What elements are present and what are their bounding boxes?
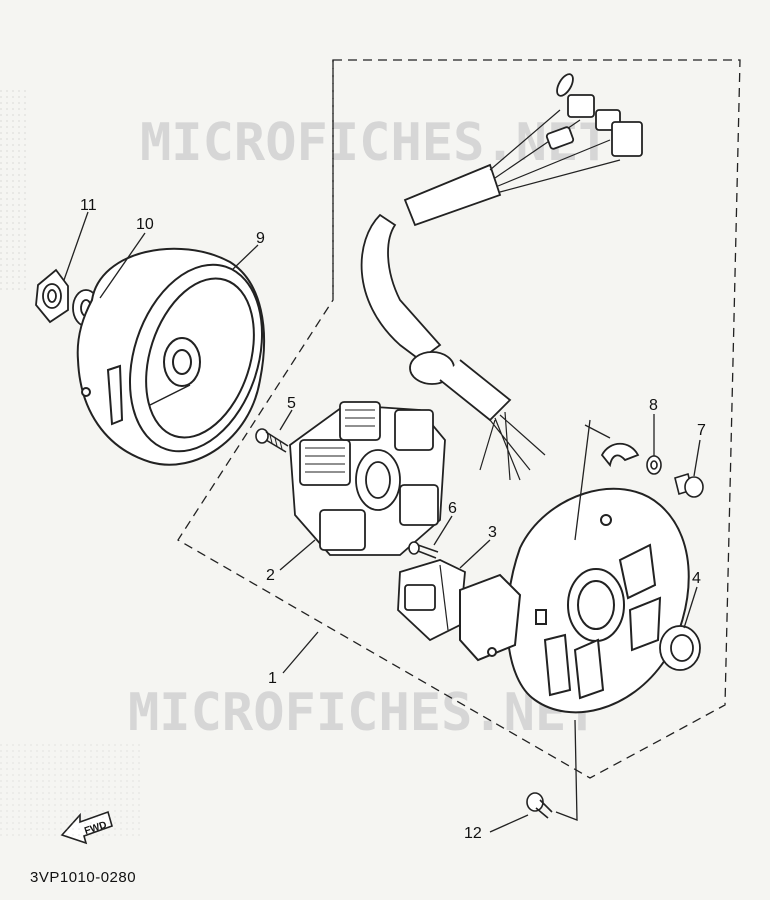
clamp-part xyxy=(600,442,640,468)
callout-1: 1 xyxy=(268,670,277,687)
callout-7: 7 xyxy=(697,422,706,439)
callout-8: 8 xyxy=(649,397,658,414)
callout-5: 5 xyxy=(287,395,296,412)
leader-lines xyxy=(63,211,701,833)
callout-6: 6 xyxy=(448,500,457,517)
bolt-part-7 xyxy=(674,472,704,498)
callout-3: 3 xyxy=(488,524,497,541)
oil-seal-part-4 xyxy=(659,625,701,671)
washer-part-8 xyxy=(646,455,662,475)
diagram-code: 3VP1010-0280 xyxy=(30,869,136,886)
assembly-boundary xyxy=(177,59,741,779)
rotor-part-9 xyxy=(76,247,266,466)
watermark-bottom: MICROFICHES.NET xyxy=(128,683,598,743)
pickup-coil-part-3 xyxy=(397,559,466,642)
bolt-part-12 xyxy=(526,792,553,819)
screw-part-5 xyxy=(255,428,289,453)
scan-noise-bottom xyxy=(0,740,140,840)
scan-noise-left xyxy=(0,90,30,290)
callout-9: 9 xyxy=(256,230,265,247)
watermark-top: MICROFICHES.NET xyxy=(140,113,610,173)
callout-10: 10 xyxy=(136,216,154,233)
stator-coil-part-2 xyxy=(289,401,446,556)
callout-4: 4 xyxy=(692,570,701,587)
nut-part-11 xyxy=(35,268,69,324)
screw-part-6 xyxy=(408,541,439,559)
callout-12: 12 xyxy=(464,825,482,842)
wire-harness xyxy=(360,73,643,481)
callout-2: 2 xyxy=(266,567,275,584)
callout-11: 11 xyxy=(80,197,97,214)
stator-base-plate xyxy=(459,487,690,714)
